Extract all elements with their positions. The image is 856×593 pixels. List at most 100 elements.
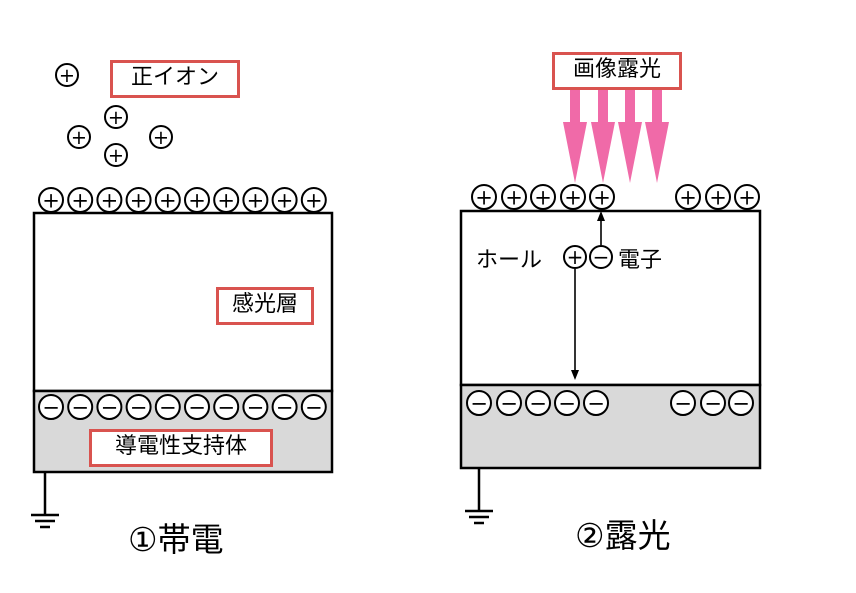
positive-charge: +: [560, 184, 586, 210]
svg-text:+: +: [305, 188, 323, 212]
svg-text:−: −: [188, 395, 206, 419]
svg-text:−: −: [247, 395, 265, 419]
light-arrow: [645, 88, 669, 183]
right-photosensitive-layer: [459, 209, 762, 387]
positive-charge: +: [530, 184, 556, 210]
left-support-negative-charges: −−−−−−−−−−: [38, 394, 327, 420]
svg-text:−: −: [217, 395, 235, 419]
electron-charge: −: [589, 245, 613, 269]
svg-text:+: +: [101, 188, 119, 212]
svg-text:−: −: [305, 395, 323, 419]
svg-text:−: −: [529, 391, 547, 415]
left-surface-positive-charges: ++++++++++: [38, 187, 327, 213]
positive-charge: +: [271, 187, 298, 213]
right-support-negative-charges: −−−−−−−−: [466, 390, 754, 416]
svg-text:+: +: [564, 185, 582, 209]
positive-charge: +: [154, 187, 181, 213]
svg-text:−: −: [558, 391, 576, 415]
light-arrow: [618, 88, 642, 183]
svg-text:−: −: [732, 391, 750, 415]
svg-text:+: +: [188, 188, 206, 212]
right-ground-symbol: [465, 468, 493, 525]
image-exposure-light-arrows: [563, 88, 669, 183]
exposure-caption: ②露光: [575, 516, 671, 555]
positive-ion: +: [149, 125, 173, 149]
negative-charge: −: [496, 390, 522, 416]
positive-ion: +: [55, 63, 79, 87]
charging-caption: ①帯電: [128, 520, 224, 559]
svg-text:−: −: [42, 395, 60, 419]
positive-charge: +: [96, 187, 123, 213]
svg-text:+: +: [159, 188, 177, 212]
negative-charge: −: [271, 394, 298, 420]
svg-text:+: +: [71, 188, 89, 212]
light-arrow: [563, 88, 587, 183]
positive-charge: +: [242, 187, 269, 213]
svg-text:+: +: [593, 185, 611, 209]
svg-text:+: +: [108, 144, 124, 167]
negative-charge: −: [525, 390, 551, 416]
negative-charge: −: [300, 394, 327, 420]
negative-charge: −: [583, 390, 609, 416]
svg-text:+: +: [42, 188, 60, 212]
svg-text:−: −: [159, 395, 177, 419]
svg-text:−: −: [587, 391, 605, 415]
svg-text:+: +: [153, 126, 169, 149]
left-ground-symbol: [31, 472, 59, 529]
positive-charge: +: [734, 184, 760, 210]
svg-text:−: −: [71, 395, 89, 419]
svg-text:+: +: [276, 188, 294, 212]
positive-charge: +: [705, 184, 731, 210]
hole-label: ホール: [476, 248, 543, 273]
svg-text:+: +: [534, 185, 552, 209]
negative-charge: −: [728, 390, 754, 416]
positive-charge: +: [213, 187, 240, 213]
hole-charge: +: [563, 245, 587, 269]
svg-text:+: +: [738, 185, 756, 209]
svg-text:+: +: [679, 185, 697, 209]
svg-text:+: +: [475, 185, 493, 209]
positive-charge: +: [675, 184, 701, 210]
svg-text:−: −: [674, 391, 692, 415]
svg-text:+: +: [130, 188, 148, 212]
image-exposure-label: 画像露光: [552, 52, 682, 90]
positive-ion: +: [104, 143, 128, 167]
right-panel: ++++++++ −−−−−−−− + −: [459, 88, 762, 525]
svg-text:−: −: [704, 391, 722, 415]
electron-label: 電子: [618, 248, 663, 273]
svg-text:−: −: [101, 395, 119, 419]
positive-ion-label: 正イオン: [110, 60, 240, 98]
svg-text:+: +: [59, 64, 75, 87]
floating-positive-ions: + + + + +: [55, 63, 173, 167]
negative-charge: −: [38, 394, 64, 420]
positive-ion: +: [104, 105, 128, 129]
photosensitive-layer-label: 感光層: [216, 287, 314, 325]
positive-charge: +: [38, 187, 64, 213]
conductive-support-label: 導電性支持体: [89, 429, 273, 467]
svg-text:−: −: [130, 395, 148, 419]
positive-charge: +: [184, 187, 210, 213]
svg-text:−: −: [500, 391, 518, 415]
negative-charge: −: [242, 394, 269, 420]
positive-charge: +: [125, 187, 152, 213]
positive-ion: +: [67, 125, 91, 149]
negative-charge: −: [125, 394, 152, 420]
right-surface-positive-charges: + + + + + + + +: [471, 184, 760, 210]
positive-charge: +: [589, 184, 615, 210]
negative-charge: −: [670, 390, 696, 416]
negative-charge: −: [466, 390, 492, 416]
negative-charge: −: [184, 394, 210, 420]
positive-charge: +: [300, 187, 327, 213]
svg-text:−: −: [276, 395, 294, 419]
positive-charge: +: [67, 187, 94, 213]
svg-text:+: +: [108, 106, 124, 129]
svg-text:−: −: [470, 391, 488, 415]
svg-text:+: +: [567, 245, 584, 269]
positive-charge: +: [501, 184, 527, 210]
negative-charge: −: [154, 394, 181, 420]
left-panel: ++++++++++ −−−−−−−−−− +++++: [31, 63, 334, 529]
negative-charge: −: [96, 394, 123, 420]
svg-text:+: +: [71, 126, 87, 149]
positive-charge: +: [471, 184, 497, 210]
